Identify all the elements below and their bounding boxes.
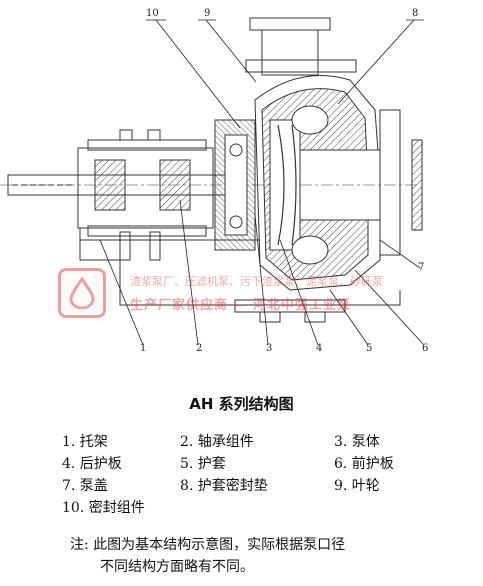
legend-item: 9. 叶轮 (334, 478, 380, 494)
pump-casing (254, 75, 381, 291)
diagram-title: AH 系列结构图 (189, 395, 294, 413)
parts-legend: 1. 托架 2. 轴承组件 3. 泵体 4. 后护板 5. 护套 6. 前护板 … (62, 432, 462, 518)
callout-2: 2 (196, 343, 203, 354)
watermark-text-line2: 生产厂家供应商 — 河北中强工业泵 (130, 298, 352, 313)
callout-6: 6 (422, 343, 429, 354)
legend-item: 10. 密封组件 (62, 500, 145, 516)
legend-item: 8. 护套密封垫 (180, 478, 268, 494)
legend-item: 4. 后护板 (62, 456, 122, 472)
callout-9: 9 (204, 8, 211, 19)
footnote-line2: 不同结构方面略有不同。 (100, 559, 254, 575)
legend-item: 6. 前护板 (334, 456, 394, 472)
callout-1: 1 (140, 343, 147, 354)
callout-10: 10 (146, 8, 159, 19)
bearing-frame-outline (77, 147, 214, 229)
callout-4: 4 (316, 343, 323, 354)
footnote: 注: 此图为基本结构示意图，实际根据泵口径 不同结构方面略有不同。 (70, 534, 470, 578)
footnote-line1: 注: 此图为基本结构示意图，实际根据泵口径 (70, 537, 346, 553)
legend-item: 2. 轴承组件 (180, 434, 254, 450)
watermark-logo (58, 268, 106, 318)
callout-5: 5 (366, 343, 373, 354)
front-flange (411, 139, 423, 231)
legend-item: 7. 泵盖 (62, 478, 108, 494)
watermark-text-line1: 渣浆泵厂、压滤机泵、污下渣浆泵、泥浆泵、砂砾泵 (130, 275, 383, 288)
legend-item: 5. 护套 (180, 456, 226, 472)
legend-item: 1. 托架 (62, 434, 108, 450)
callout-8: 8 (412, 8, 419, 19)
pump-cross-section-drawing (0, 17, 425, 346)
callout-3: 3 (266, 343, 273, 354)
watermark-drop-icon (69, 277, 95, 309)
pump-drawing-svg (0, 17, 425, 346)
callout-7: 7 (418, 262, 425, 273)
legend-item: 3. 泵体 (334, 434, 380, 450)
